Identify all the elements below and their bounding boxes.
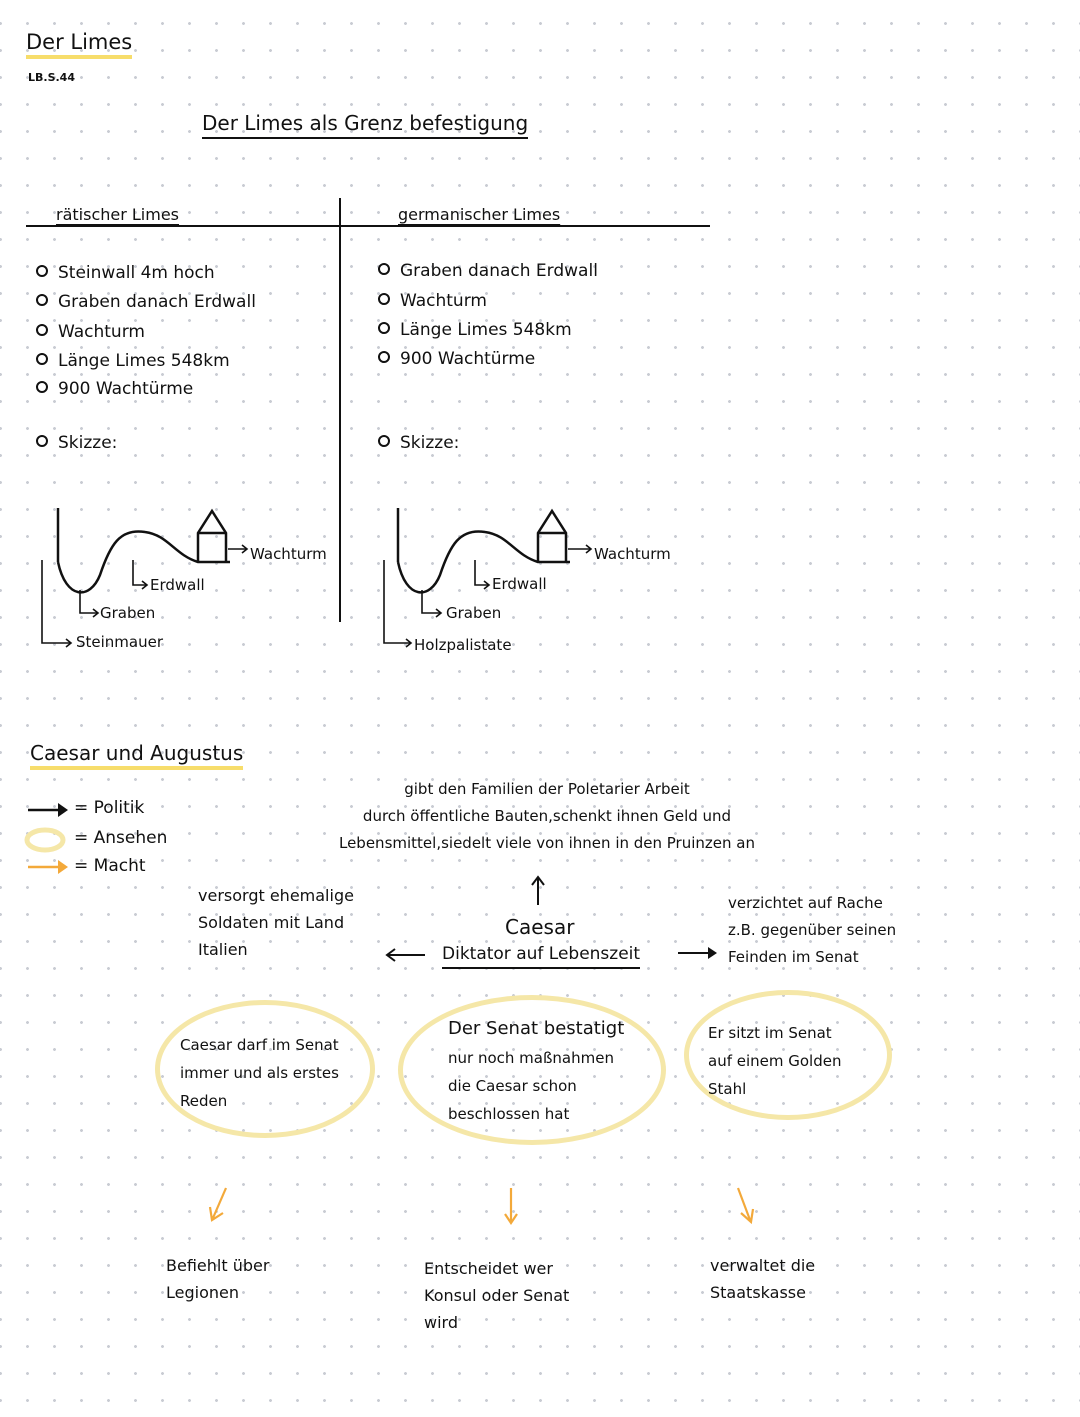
raetisch-title: rätischer Limes	[56, 205, 180, 224]
raetisch-sketch-arrows	[41, 544, 249, 648]
ansehen-ellipse	[684, 990, 892, 1120]
legend-black-arrow-icon	[28, 803, 68, 817]
sketch-label-wall: Erdwall	[150, 576, 205, 594]
legend-macht: = Macht	[74, 856, 146, 876]
legend-politik: = Politik	[74, 798, 145, 818]
sketch-label-base: Steinmauer	[76, 633, 164, 651]
bullet-icon	[378, 322, 390, 334]
arrow-right-icon	[678, 947, 717, 959]
bullet-icon	[36, 381, 48, 393]
ellipse-text: Er sitzt im Senat auf einem Golden Stahl	[708, 1024, 842, 1098]
sketch-label-tower: Wachturm	[594, 545, 671, 563]
sketch-label-ditch: Graben	[100, 604, 156, 622]
ansehen-ellipse	[155, 1000, 375, 1138]
outcome-text: Entscheidet wer Konsul oder Senat wird	[424, 1259, 570, 1333]
limes-heading: Der Limes als Grenz befestigung	[202, 112, 529, 139]
sketch-label-base: Holzpalistate	[414, 636, 512, 654]
raetisch-item: Wachturm	[36, 322, 145, 343]
ansehen-ellipse	[398, 995, 666, 1145]
raetisch-item: Steinwall 4m hoch	[36, 263, 215, 284]
germanisch-sketch-label: Skizze:	[378, 433, 459, 454]
raetisch-sketch-label: Skizze:	[36, 433, 117, 454]
top-note: gibt den Familien der Poletarier Arbeit …	[338, 780, 755, 852]
germanisch-sketch	[396, 508, 570, 594]
ellipse-text: Caesar darf im Senat immer und als erste…	[180, 1036, 339, 1110]
book-reference: LB.S.44	[28, 71, 75, 84]
raetisch-sketch	[56, 508, 230, 594]
germanisch-item: 900 Wachtürme	[378, 349, 535, 370]
germanisch-item: Wachturm	[378, 291, 487, 312]
bullet-icon	[378, 293, 390, 305]
orange-arrow-center-icon	[504, 1188, 518, 1225]
outcome-text: Befiehlt über Legionen	[166, 1256, 270, 1303]
raetisch-item: Länge Limes 548km	[36, 351, 230, 372]
bullet-icon	[378, 351, 390, 363]
orange-arrow-left-icon	[208, 1187, 228, 1222]
legend-yellow-ellipse-icon	[24, 827, 66, 853]
legend-ansehen: = Ansehen	[74, 828, 168, 848]
legend-orange-arrow-icon	[28, 860, 68, 874]
germanisch-sketch-arrows	[383, 544, 593, 648]
raetisch-item: 900 Wachtürme	[36, 379, 193, 400]
bullet-icon	[378, 263, 390, 275]
outcome-text: verwaltet die Staatskasse	[710, 1256, 816, 1303]
germanisch-item: Graben danach Erdwall	[378, 261, 598, 282]
bullet-icon	[36, 294, 48, 306]
caesar-name: Caesar	[505, 915, 575, 939]
germanisch-title: germanischer Limes	[398, 205, 561, 224]
bullet-icon	[36, 435, 48, 447]
bullet-icon	[36, 324, 48, 336]
bullet-icon	[36, 265, 48, 277]
orange-arrow-right-icon	[736, 1187, 755, 1225]
arrow-up-icon	[531, 875, 545, 905]
sketch-label-wall: Erdwall	[492, 575, 547, 593]
ellipse-text: Der Senat bestatigt nur noch maßnahmen d…	[448, 1018, 625, 1123]
right-note: verzichtet auf Rache z.B. gegenüber sein…	[728, 894, 897, 966]
sketch-label-ditch: Graben	[446, 604, 502, 622]
germanisch-item: Länge Limes 548km	[378, 320, 572, 341]
raetisch-item: Graben danach Erdwall	[36, 292, 256, 313]
caesar-title: Diktator auf Lebenszeit	[442, 944, 641, 969]
sketch-label-tower: Wachturm	[250, 545, 327, 563]
bullet-icon	[36, 353, 48, 365]
bullet-icon	[378, 435, 390, 447]
arrow-left-icon	[385, 948, 425, 962]
left-note: versorgt ehemalige Soldaten mit Land Ita…	[198, 886, 354, 960]
page-title: Der Limes	[26, 30, 133, 60]
caesar-heading: Caesar und Augustus	[30, 742, 244, 770]
